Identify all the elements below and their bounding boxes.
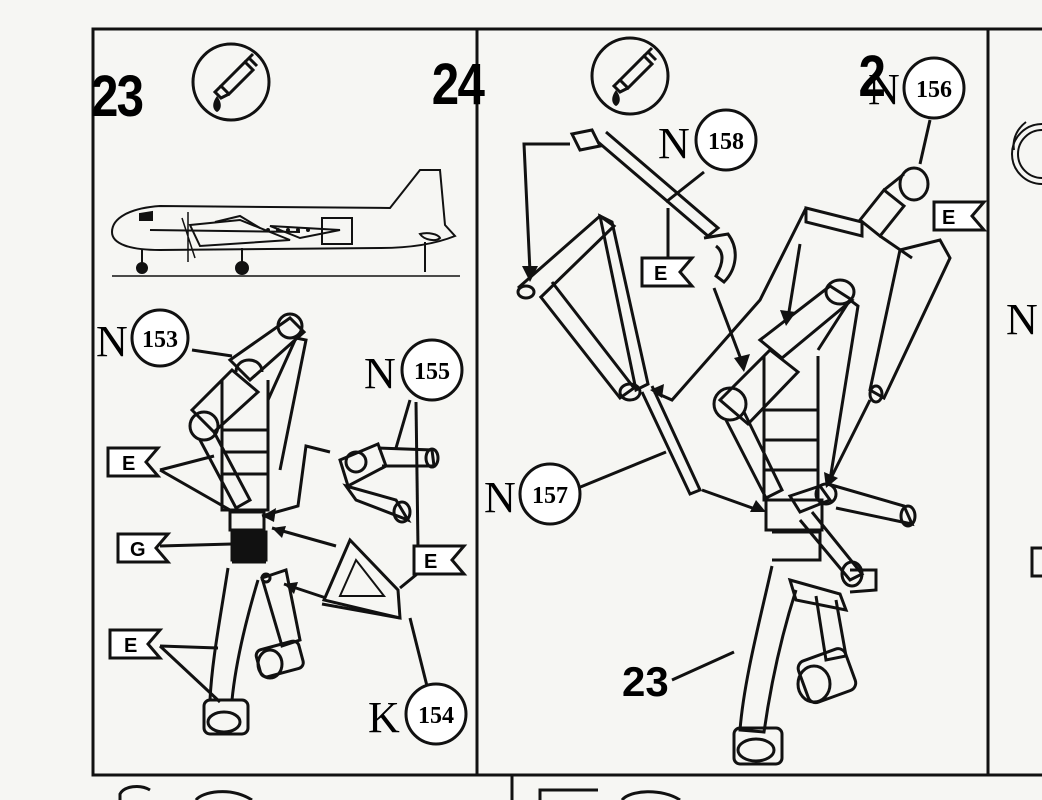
callout-n157: N 157: [484, 462, 582, 526]
lower-row-partial: [118, 785, 681, 800]
step-24: 24: [432, 36, 988, 766]
step-23: 23: [91, 42, 468, 746]
flag-e-upper-right: E: [932, 200, 988, 232]
callout-k154: K 154: [368, 682, 468, 746]
arrowheads-24: [522, 266, 838, 512]
flag-g: G: [116, 532, 172, 564]
callout-n156: N 156: [868, 56, 966, 120]
callout-number: 157: [532, 483, 568, 509]
callout-n153: N 153: [96, 308, 190, 368]
glue-tube-icon: [590, 36, 670, 116]
flag-letter: E: [124, 635, 137, 657]
main-gear-assembly-24: [712, 278, 917, 766]
callout-n155: N 155: [364, 338, 464, 402]
axle-arm-part-155: [338, 442, 440, 524]
flag-letter: E: [942, 207, 955, 229]
glue-tube-icon: [191, 42, 271, 122]
step-number: 24: [432, 52, 485, 117]
panel-step-23: [91, 27, 479, 777]
arrowheads-23: [262, 508, 298, 594]
flag-e-lower: E: [108, 628, 164, 660]
step-number: 23: [91, 64, 142, 129]
flag-letter: E: [122, 453, 135, 475]
flag-e-right: E: [412, 544, 468, 576]
flag-e-center: E: [640, 256, 696, 288]
callout-number: 156: [916, 77, 952, 103]
callout-number: 154: [418, 703, 454, 729]
step-number: 2: [859, 44, 885, 109]
aircraft-windows: [266, 228, 310, 232]
callout-letter: N: [96, 317, 128, 366]
flag-edge-fragment: [1030, 546, 1042, 578]
flag-letter: G: [130, 539, 146, 561]
flag-letter: E: [654, 263, 667, 285]
callout-number: 153: [142, 327, 178, 353]
aircraft-silhouette: [110, 169, 460, 277]
callout-number: 155: [414, 359, 450, 385]
landing-gear-strut-23: [188, 312, 308, 736]
assembly-arrows-24: [522, 119, 932, 682]
panel-frames: [91, 27, 1042, 800]
assembly-23-reference: 23: [622, 658, 669, 705]
callout-letter: N: [1006, 295, 1038, 344]
callout-letter: N: [658, 119, 690, 168]
callout-n158: N 158: [658, 108, 758, 172]
torque-link-part-154: [321, 537, 402, 620]
rod-part-157: [640, 385, 703, 496]
callout-letter: N: [484, 473, 516, 522]
clock-icon: [1011, 121, 1042, 185]
callout-letter: K: [368, 693, 400, 742]
flag-letter: E: [424, 551, 437, 573]
v-frame-part: [516, 213, 650, 402]
side-strut-part: [868, 238, 952, 404]
upper-fitting-part-156: [804, 166, 930, 260]
flag-e-upper: E: [106, 446, 162, 478]
step-25-partial: 2 N: [859, 44, 1042, 578]
retraction-rod-part-158: [569, 128, 737, 284]
callout-letter: N: [868, 65, 900, 114]
callout-number: 158: [708, 129, 744, 155]
callout-letter: N: [364, 349, 396, 398]
